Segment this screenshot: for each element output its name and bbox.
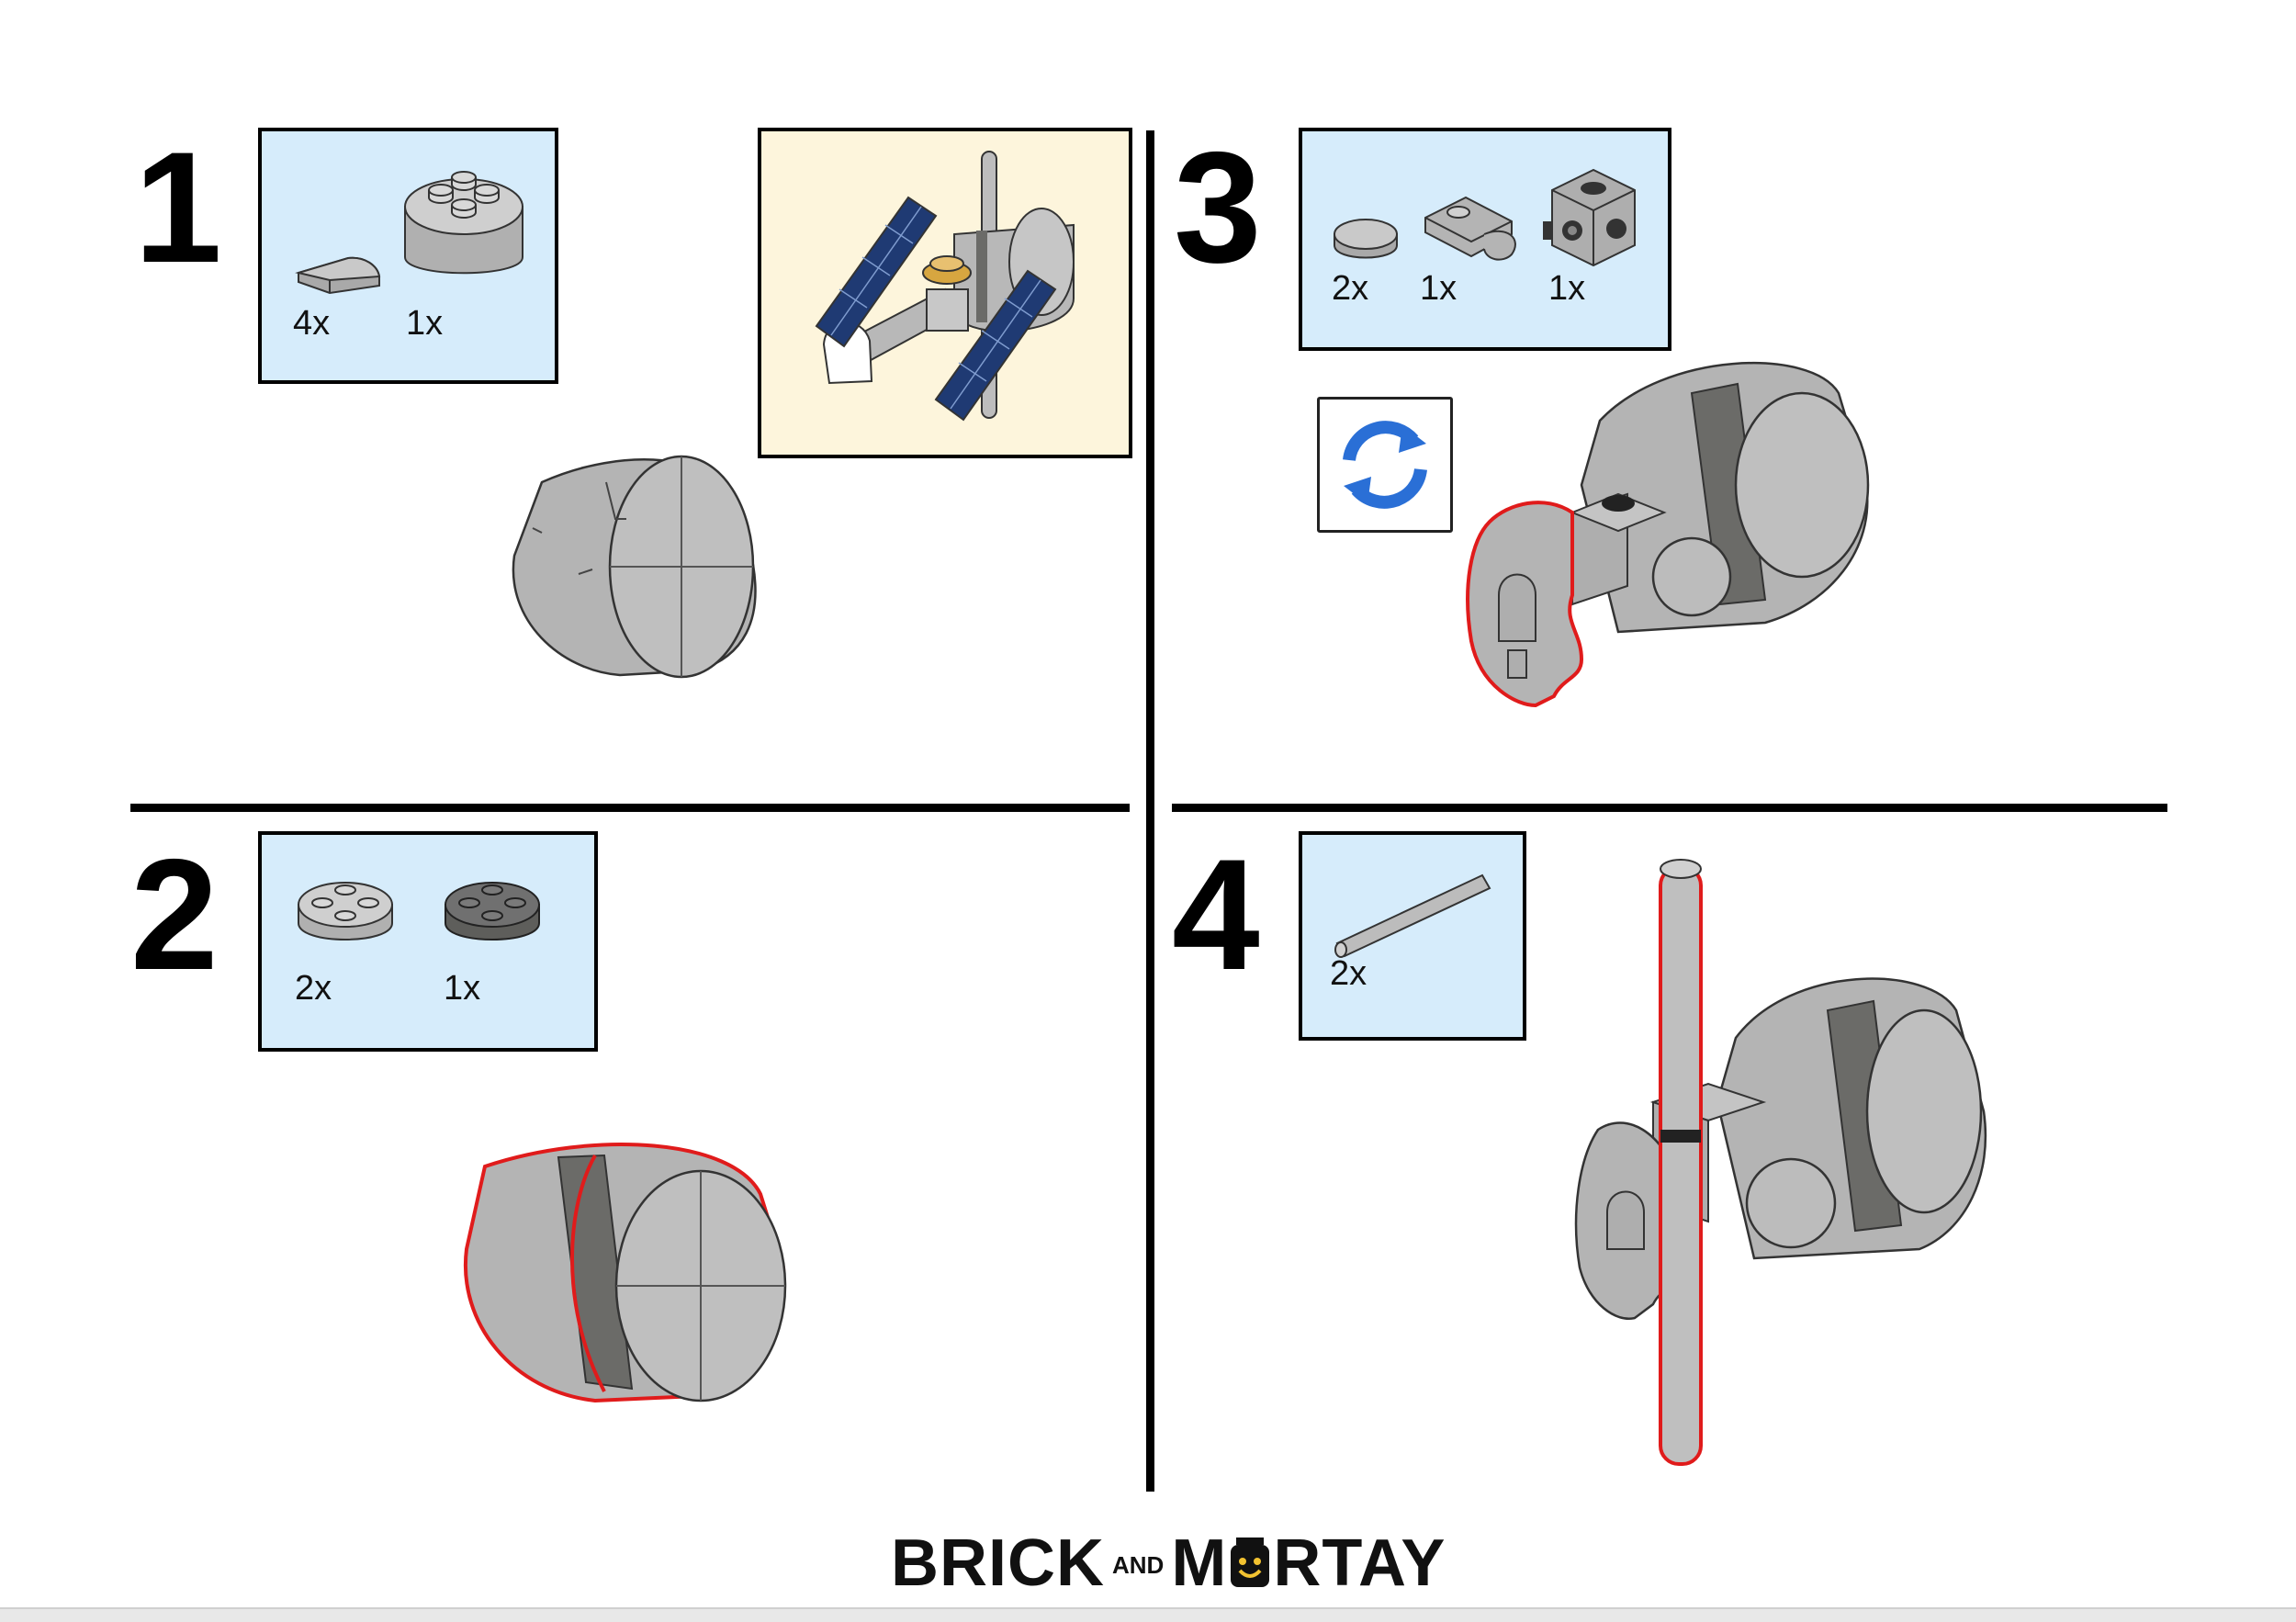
logo-word-rtay: RTAY xyxy=(1273,1526,1446,1600)
step-2-part-1-qty: 2x xyxy=(295,969,332,1008)
minifig-face-icon xyxy=(1229,1538,1271,1593)
round-plate-dark-icon xyxy=(445,882,540,941)
step-3-part-2-qty: 1x xyxy=(1420,269,1458,308)
plate-with-clip-icon xyxy=(1424,196,1516,261)
step-1-part-1-qty: 4x xyxy=(293,304,331,343)
step-1-build-image xyxy=(512,455,757,679)
bar-icon xyxy=(1334,873,1491,958)
step-4-parts-box: 2x xyxy=(1299,831,1526,1041)
brick-with-studs-icon xyxy=(1543,168,1636,267)
logo-word-brick: BRICK xyxy=(891,1526,1105,1600)
vertical-divider xyxy=(1146,130,1154,1492)
step-2-number: 2 xyxy=(130,827,219,1003)
quarter-tile-icon xyxy=(295,256,381,295)
step-2-build-image xyxy=(463,1143,787,1403)
right-horizontal-divider xyxy=(1172,804,2167,812)
step-3-number: 3 xyxy=(1174,119,1262,296)
finished-model-preview xyxy=(758,128,1132,458)
round-plate-light-icon xyxy=(298,882,393,941)
rotate-arrows-icon xyxy=(1343,421,1427,509)
round-tile-icon xyxy=(1334,219,1398,259)
logo-word-and: AND xyxy=(1112,1550,1165,1579)
step-3-build-image xyxy=(1466,361,1870,708)
logo-word-m: M xyxy=(1171,1526,1228,1600)
step-2-part-2-qty: 1x xyxy=(444,969,481,1008)
step-3-part-1-qty: 2x xyxy=(1332,269,1369,308)
step-3-parts-box: 2x 1x 1x xyxy=(1299,128,1671,351)
step-4-part-1-qty: 2x xyxy=(1330,954,1367,993)
brand-logo: BRICK AND M RTAY xyxy=(891,1526,1446,1600)
rotate-indicator xyxy=(1317,397,1453,533)
step-1-number: 1 xyxy=(134,119,222,296)
step-4-build-image xyxy=(1574,859,1987,1466)
page-bottom-strip xyxy=(0,1607,2296,1622)
step-1-part-2-qty: 1x xyxy=(406,304,444,343)
round-brick-2x2-icon xyxy=(404,171,523,275)
left-horizontal-divider xyxy=(130,804,1130,812)
satellite-model-image xyxy=(815,151,1075,422)
step-2-parts-box: 2x 1x xyxy=(258,831,598,1052)
step-1-parts-box: 4x 1x xyxy=(258,128,558,384)
step-4-number: 4 xyxy=(1172,827,1260,1003)
step-3-part-3-qty: 1x xyxy=(1548,269,1586,308)
